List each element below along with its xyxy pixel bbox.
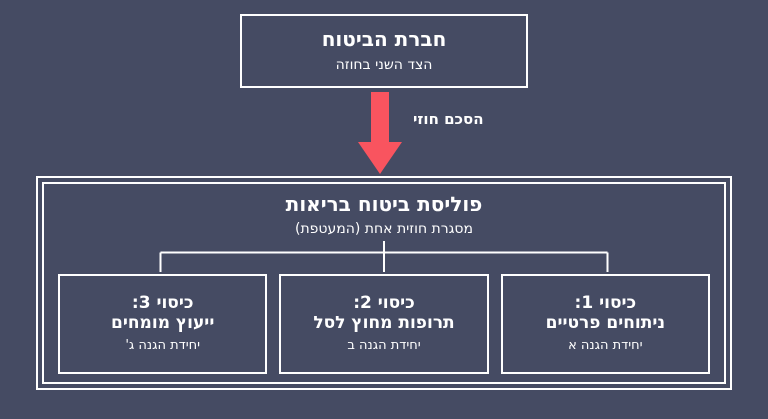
coverage-card-2-name: תרופות מחוץ לסל	[313, 313, 455, 334]
policy-container-inner-border: פוליסת ביטוח בריאות מסגרת חוזית אחת (המע…	[42, 182, 726, 384]
coverage-card-2: כיסוי 2: תרופות מחוץ לסל יחידת הגנה ב	[279, 274, 489, 374]
coverage-card-1-heading: כיסוי 1:	[574, 293, 637, 313]
contract-arrow-icon	[358, 92, 402, 174]
policy-subtitle: מסגרת חוזית אחת (המעטפת)	[294, 221, 474, 237]
coverage-card-1: כיסוי 1: ניתוחים פרטיים יחידת הגנה א	[500, 274, 710, 374]
coverage-card-1-name: ניתוחים פרטיים	[545, 313, 666, 334]
coverage-card-2-unit: יחידת הגנה ב	[347, 338, 421, 354]
contract-arrow-label: הסכם חוזי	[413, 110, 484, 128]
insurer-box-subtitle: הצד השני בחוזה	[335, 56, 433, 73]
coverage-card-3: כיסוי 3: ייעוץ מומחים יחידת הגנה ג'	[58, 274, 268, 374]
insurer-box: חברת הביטוח הצד השני בחוזה	[240, 14, 528, 88]
coverage-card-1-unit: יחידת הגנה א	[568, 338, 643, 354]
arrow-shape	[358, 92, 402, 174]
policy-title: פוליסת ביטוח בריאות	[285, 192, 483, 216]
policy-container: פוליסת ביטוח בריאות מסגרת חוזית אחת (המע…	[36, 176, 732, 390]
coverage-card-list: כיסוי 1: ניתוחים פרטיים יחידת הגנה א כיס…	[58, 274, 710, 374]
policy-header: פוליסת ביטוח בריאות מסגרת חוזית אחת (המע…	[44, 192, 724, 238]
coverage-card-2-heading: כיסוי 2:	[353, 293, 415, 313]
insurer-box-title: חברת הביטוח	[321, 26, 447, 51]
coverage-card-3-heading: כיסוי 3:	[131, 293, 194, 313]
coverage-card-3-name: ייעוץ מומחים	[111, 313, 215, 334]
coverage-card-3-unit: יחידת הגנה ג'	[125, 338, 201, 354]
